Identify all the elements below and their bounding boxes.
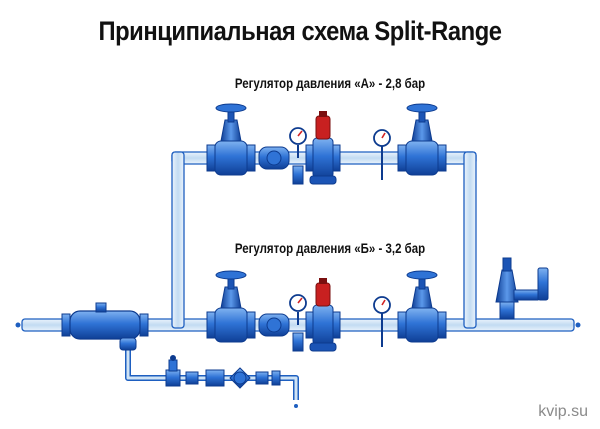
pressure-gauge-a1: [289, 127, 307, 185]
pressure-regulator-b: [305, 278, 341, 352]
watermark: kvip.su: [538, 403, 588, 420]
valve-a-outlet: [397, 103, 447, 176]
valve-b-inlet: [206, 270, 256, 343]
valve-b-outlet: [397, 270, 447, 343]
pipework: [15, 151, 581, 408]
regulator-a-label: Регулятор давления «А» - 2,8 бар: [234, 75, 426, 91]
valve-a-inlet: [206, 103, 256, 176]
regulator-b-label: Регулятор давления «Б» - 3,2 бар: [234, 240, 426, 256]
drain-fittings: [165, 355, 281, 389]
strainer-a: [258, 146, 290, 170]
drain-end: [294, 404, 298, 408]
diagram-title: Принципиальная схема Split-Range: [98, 16, 502, 46]
strainer-b: [258, 313, 290, 337]
pressure-gauge-b2: [373, 296, 391, 347]
inlet-end: [15, 322, 21, 328]
pressure-gauge-a2: [373, 129, 391, 180]
left-riser-pipe: [171, 151, 185, 329]
pressure-regulator-a: [305, 111, 341, 185]
drain-line: [125, 338, 299, 400]
right-riser-pipe: [463, 151, 477, 329]
pressure-gauge-b1: [289, 294, 307, 352]
branch-b-equipment: [206, 270, 447, 352]
branch-a-equipment: [206, 103, 447, 185]
outlet-end: [575, 322, 581, 328]
safety-valve: [495, 257, 549, 320]
separator-vessel: [61, 302, 149, 351]
